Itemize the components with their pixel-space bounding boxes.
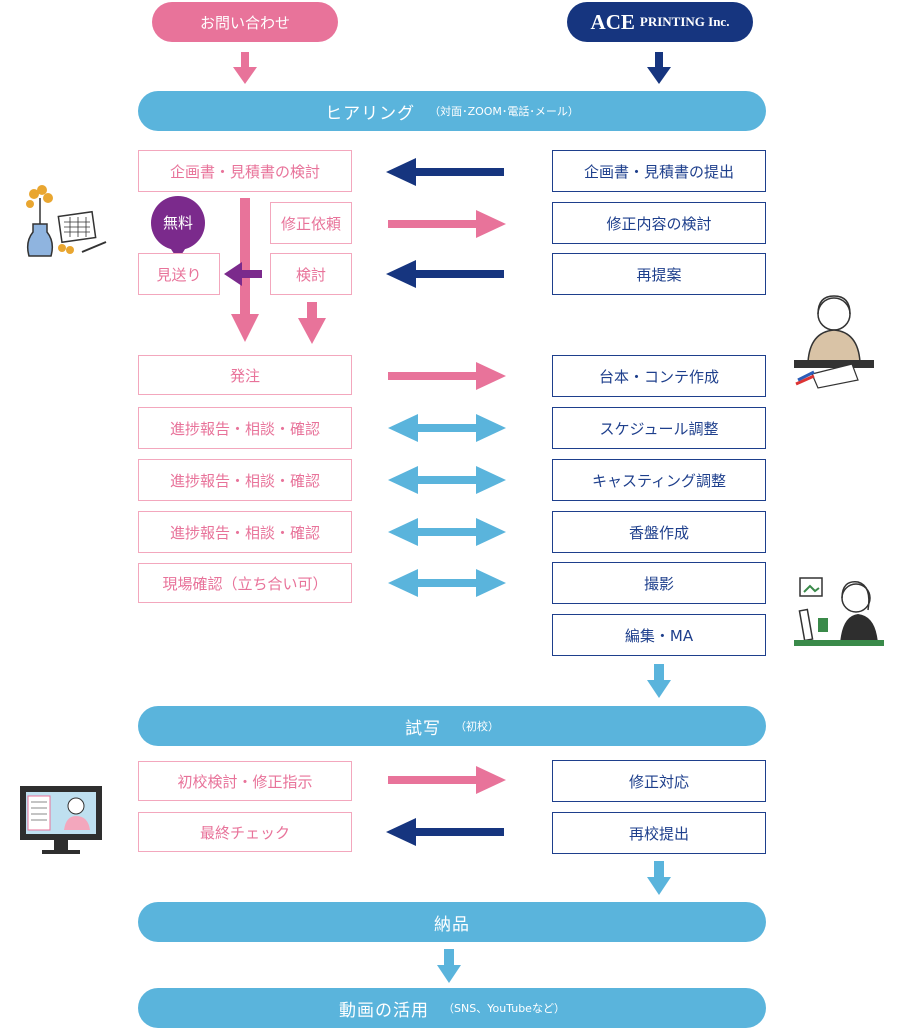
- client-onsite: 現場確認（立ち合い可）: [138, 563, 352, 603]
- client-progress-3-label: 進捗報告・相談・確認: [169, 523, 320, 542]
- arrow-left-navy-2: [386, 260, 504, 288]
- client-progress-2-label: 進捗報告・相談・確認: [169, 471, 320, 490]
- client-review-proposal: 企画書・見積書の検討: [138, 150, 352, 192]
- company-schedule-label: スケジュール調整: [599, 419, 719, 438]
- company-script-label: 台本・コンテ作成: [598, 367, 719, 386]
- client-first-review-label: 初校検討・修正指示: [177, 772, 313, 791]
- company-script: 台本・コンテ作成: [552, 355, 766, 397]
- client-final-check-label: 最終チェック: [199, 823, 290, 842]
- client-revision-request-label: 修正依頼: [280, 214, 341, 233]
- preview-sub: （初校）: [455, 720, 499, 733]
- client-progress-3: 進捗報告・相談・確認: [138, 511, 352, 553]
- double-arrow-2: [388, 466, 506, 494]
- company-suffix: PRINTING Inc.: [639, 14, 730, 29]
- usage-sub: （SNS、YouTubeなど）: [443, 1002, 565, 1015]
- down-arrow-sky-3: [437, 949, 461, 983]
- company-shooting-label: 撮影: [643, 574, 674, 593]
- free-badge-label: 無料: [162, 214, 193, 232]
- company-resubmit-label: 再校提出: [628, 824, 689, 843]
- client-pass: 見送り: [138, 253, 220, 295]
- company-revision-label: 修正対応: [628, 772, 689, 791]
- arrow-left-navy-1: [386, 158, 504, 186]
- arrow-right-pink-3: [388, 766, 506, 794]
- arrow-left-navy-3: [386, 818, 504, 846]
- person-drawing-illustration: [794, 295, 874, 389]
- client-reconsider: 検討: [270, 253, 352, 295]
- client-first-review: 初校検討・修正指示: [138, 761, 352, 801]
- client-progress-2: 進捗報告・相談・確認: [138, 459, 352, 501]
- company-casting-label: キャスティング調整: [591, 471, 727, 490]
- down-arrow-sky-2: [647, 861, 671, 895]
- company-name: ACE: [590, 9, 635, 34]
- company-cue-sheet: 香盤作成: [552, 511, 766, 553]
- preview-label: 試写: [405, 718, 441, 739]
- client-revision-request: 修正依頼: [270, 202, 352, 244]
- company-editing: 編集・MA: [552, 614, 766, 656]
- preview-band: 試写 （初校）: [138, 706, 766, 746]
- video-monitor-illustration: [20, 786, 102, 854]
- company-review-revision: 修正内容の検討: [552, 202, 766, 244]
- delivery-band: 納品: [138, 902, 766, 942]
- double-arrow-4: [388, 569, 506, 597]
- company-cue-sheet-label: 香盤作成: [628, 523, 689, 542]
- client-progress-1: 進捗報告・相談・確認: [138, 407, 352, 449]
- hearing-sub: （対面･ZOOM･電話･メール）: [429, 105, 579, 118]
- company-submit-proposal-label: 企画書・見積書の提出: [583, 162, 734, 181]
- client-review-proposal-label: 企画書・見積書の検討: [169, 162, 320, 181]
- delivery-label: 納品: [434, 914, 470, 935]
- arrow-right-pink-1: [388, 210, 506, 238]
- arrow-right-pink-2: [388, 362, 506, 390]
- person-laptop-illustration: [794, 577, 884, 646]
- client-onsite-label: 現場確認（立ち合い可）: [162, 574, 328, 593]
- down-arrow-inquiry: [233, 52, 257, 84]
- pink-down-long-arrow: [231, 198, 259, 342]
- client-order: 発注: [138, 355, 352, 395]
- company-submit-proposal: 企画書・見積書の提出: [552, 150, 766, 192]
- client-order-label: 発注: [229, 366, 260, 385]
- company-schedule: スケジュール調整: [552, 407, 766, 449]
- company-re-proposal: 再提案: [552, 253, 766, 295]
- flower-vase-calendar-illustration: [26, 185, 107, 257]
- hearing-band: ヒアリング （対面･ZOOM･電話･メール）: [138, 91, 766, 131]
- inquiry-pill: お問い合わせ: [152, 2, 338, 42]
- double-arrow-3: [388, 518, 506, 546]
- company-pill: ACE PRINTING Inc.: [567, 2, 753, 42]
- company-resubmit: 再校提出: [552, 812, 766, 854]
- inquiry-label: お問い合わせ: [199, 13, 290, 32]
- company-review-revision-label: 修正内容の検討: [606, 214, 712, 233]
- client-final-check: 最終チェック: [138, 812, 352, 852]
- usage-label: 動画の活用: [339, 1000, 430, 1021]
- double-arrow-1: [388, 414, 506, 442]
- down-arrow-company: [647, 52, 671, 84]
- client-reconsider-label: 検討: [295, 265, 326, 284]
- company-revision: 修正対応: [552, 760, 766, 802]
- company-casting: キャスティング調整: [552, 459, 766, 501]
- pink-down-short-arrow: [298, 302, 326, 344]
- hearing-label: ヒアリング: [325, 103, 416, 124]
- company-editing-label: 編集・MA: [624, 626, 694, 645]
- usage-band: 動画の活用 （SNS、YouTubeなど）: [138, 988, 766, 1028]
- company-re-proposal-label: 再提案: [636, 265, 682, 284]
- arrow-left-purple: [224, 262, 262, 286]
- client-pass-label: 見送り: [156, 265, 202, 284]
- company-shooting: 撮影: [552, 562, 766, 604]
- client-progress-1-label: 進捗報告・相談・確認: [169, 419, 320, 438]
- down-arrow-sky-1: [647, 664, 671, 698]
